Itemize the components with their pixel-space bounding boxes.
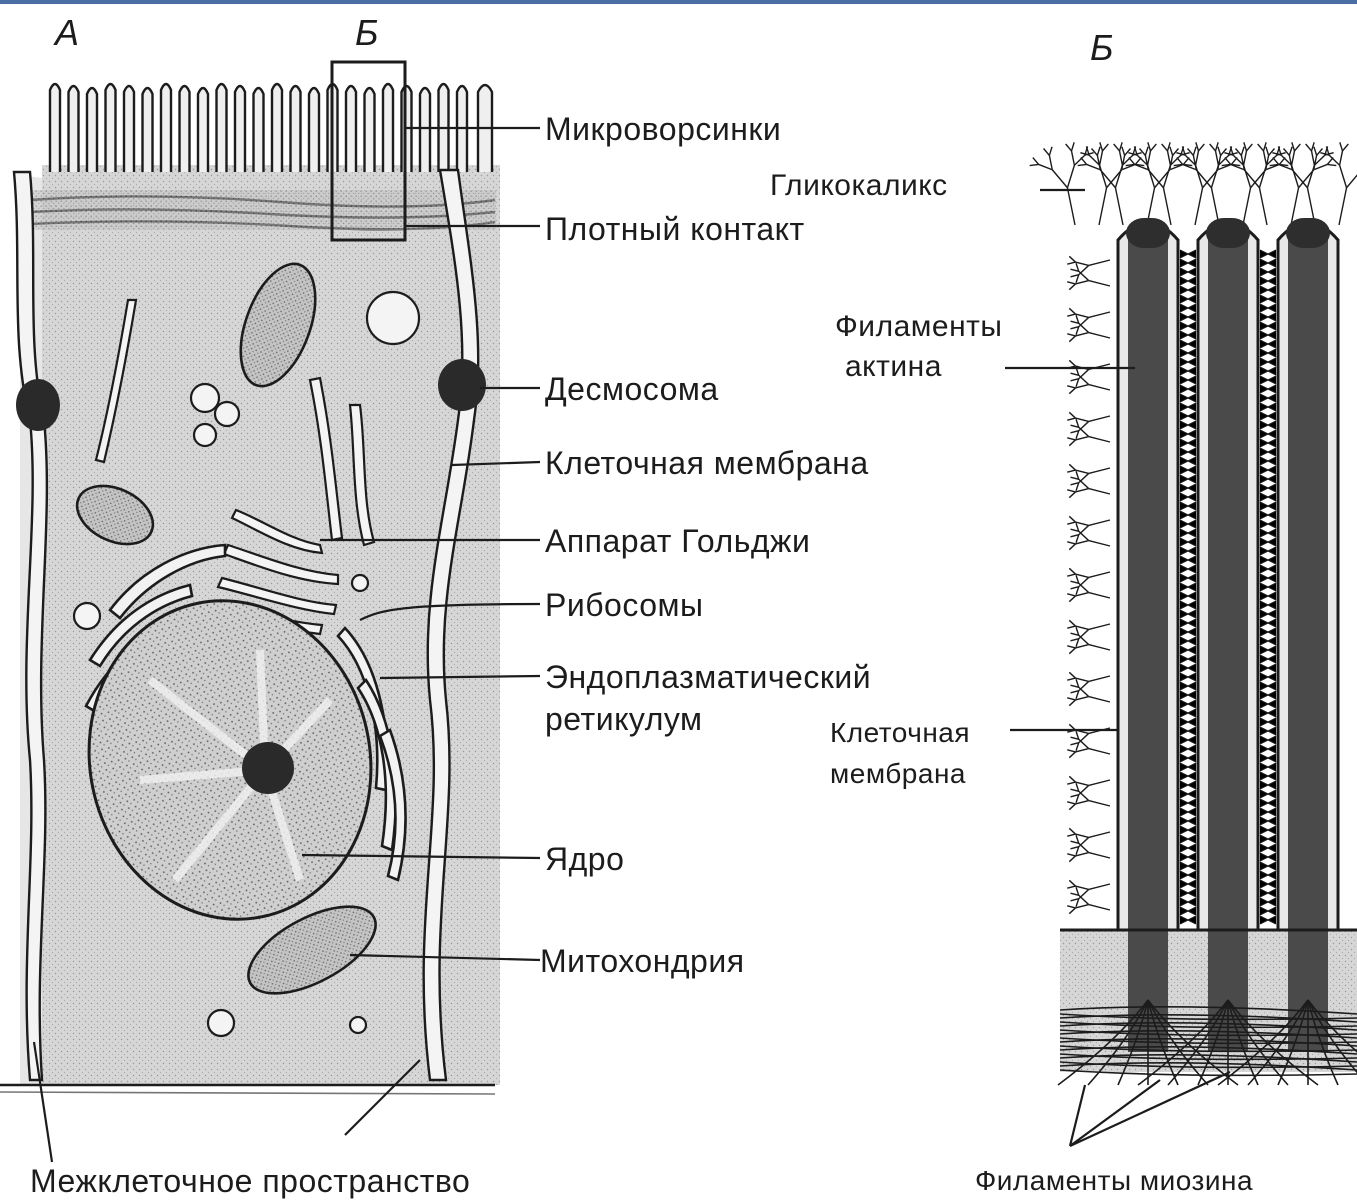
label-er-line2: ретикулум [545, 701, 703, 737]
microvillus [124, 86, 134, 172]
microvillus [198, 88, 208, 172]
microvillus [254, 88, 264, 172]
label-right-membrane-line2: мембрана [830, 758, 966, 789]
villus-cap [1206, 218, 1250, 248]
microvillus [143, 88, 153, 172]
microvillus [365, 88, 375, 172]
panel-label-a: А [53, 12, 79, 53]
label-golgi: Аппарат Гольджи [545, 523, 810, 559]
microvillus [69, 86, 79, 172]
label-intercellular-space: Межклеточное пространство [30, 1163, 470, 1199]
desmosome-right [438, 359, 486, 411]
microvillus [291, 86, 301, 172]
left-cell-illustration [0, 62, 540, 1162]
panel-label-b-box: Б [355, 12, 378, 53]
label-actin-line2: актина [845, 350, 942, 383]
microvillus [309, 88, 319, 172]
tight-junction-zone [30, 190, 496, 230]
microvillus [180, 86, 190, 172]
microvillus [346, 86, 356, 172]
label-myosin: Филаменты миозина [975, 1165, 1253, 1196]
label-right-membrane-line1: Клеточная [830, 717, 970, 748]
microvillus [272, 84, 282, 172]
label-tight-junction: Плотный контакт [545, 211, 805, 247]
label-microvilli: Микроворсинки [545, 111, 781, 147]
label-desmosome: Десмосома [545, 371, 719, 407]
right-microvillus-illustration [1005, 142, 1357, 1146]
label-glycocalyx: Гликокаликс [770, 169, 948, 202]
villus-cap [1126, 218, 1170, 248]
intervillus-glycocalyx [1180, 250, 1196, 924]
desmosome-left [16, 379, 60, 431]
nucleolus [242, 742, 294, 794]
label-nucleus: Ядро [545, 841, 624, 877]
microvillus [161, 84, 171, 172]
panel-label-b-right: Б [1090, 27, 1113, 68]
label-actin-line1: Филаменты [835, 310, 1002, 343]
label-cell-membrane: Клеточная мембрана [545, 445, 869, 481]
label-er-line1: Эндоплазматический [545, 659, 871, 695]
villus-cap [1286, 218, 1330, 248]
microvillus [87, 88, 97, 172]
label-mitochondrion: Митохондрия [540, 943, 745, 979]
microvillus [106, 84, 116, 172]
microvillus [420, 88, 430, 172]
microvillus [50, 84, 60, 172]
microvillus-columns [1118, 218, 1338, 1052]
label-ribosomes: Рибосомы [545, 587, 704, 623]
microvillus [217, 84, 227, 172]
microvillus [383, 84, 393, 172]
intervillus-glycocalyx [1260, 250, 1276, 924]
microvillus [235, 86, 245, 172]
